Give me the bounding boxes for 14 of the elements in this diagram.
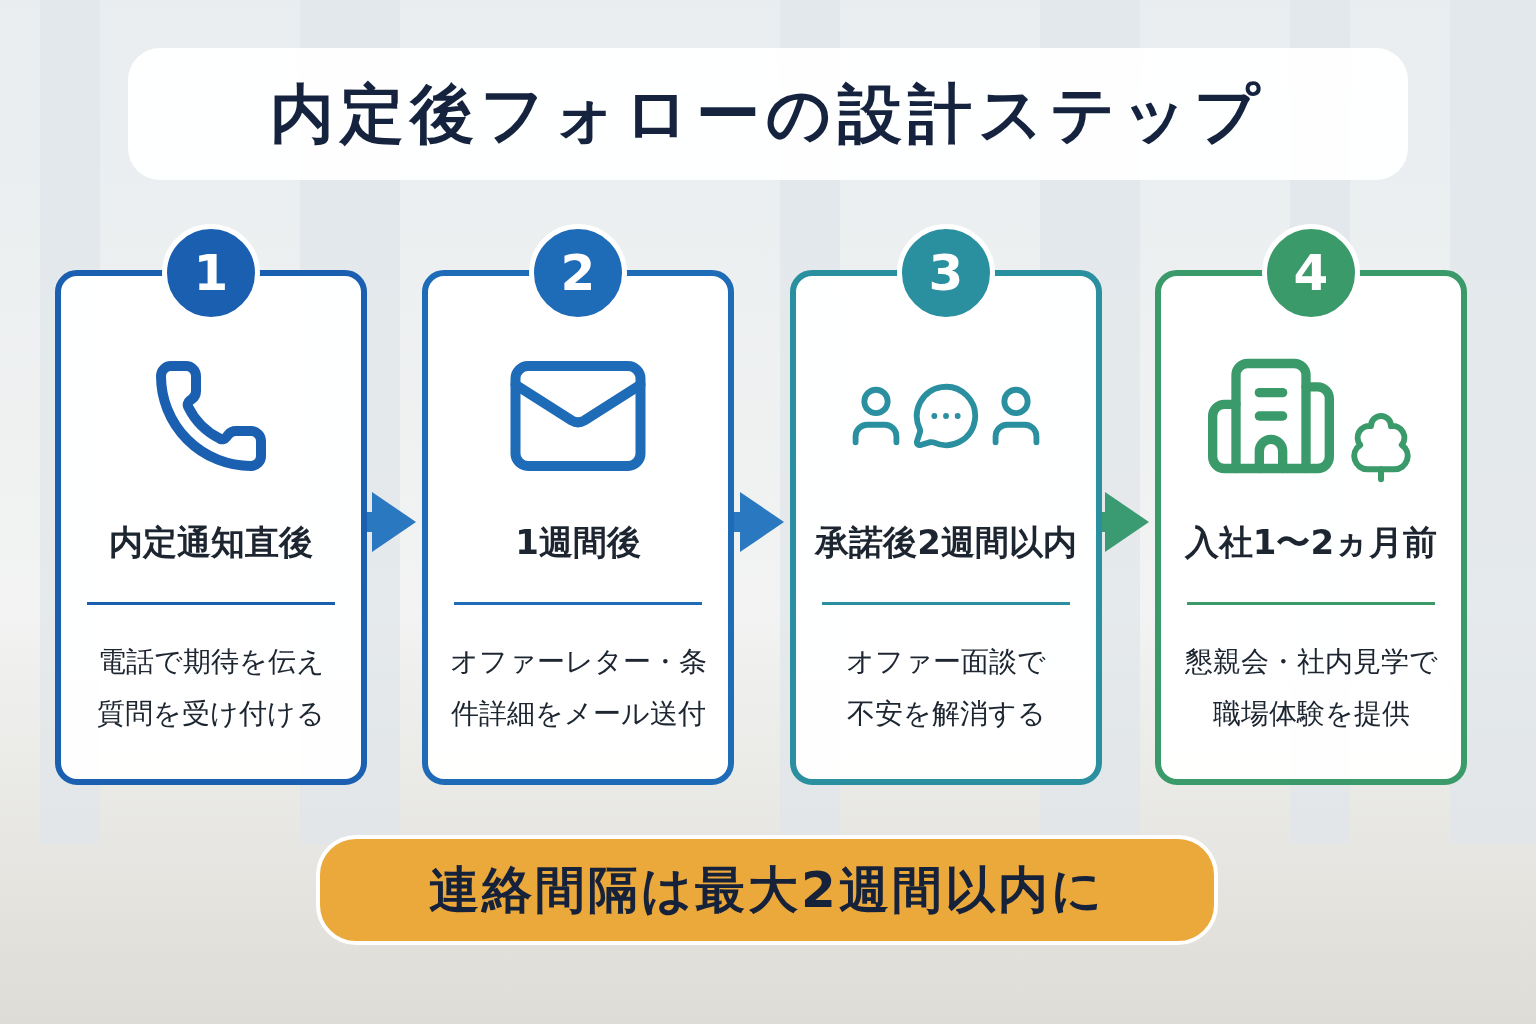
note-text: 連絡間隔は最大2週間以内に [429,859,1105,921]
arrow [1102,492,1149,552]
arrow [734,492,784,552]
step-heading: 承諾後2週間以内 [813,521,1078,564]
step-heading: 内定通知直後 [108,521,314,564]
title: 内定後フォローの設計ステップ [270,75,1266,153]
step-heading: 入社1〜2ヵ月前 [1183,521,1439,564]
step-description: オファーレター・条件詳細をメール送付 [448,644,708,732]
step-description: 電話で期待を伝え質問を受け付ける [96,644,326,732]
note-banner [316,835,1218,945]
arrow [367,492,416,552]
step-description: 懇親会・社内見学で職場体験を提供 [1183,644,1439,732]
step-heading: 1週間後 [514,521,642,564]
step-description: オファー面談で不安を解消する [845,644,1047,732]
